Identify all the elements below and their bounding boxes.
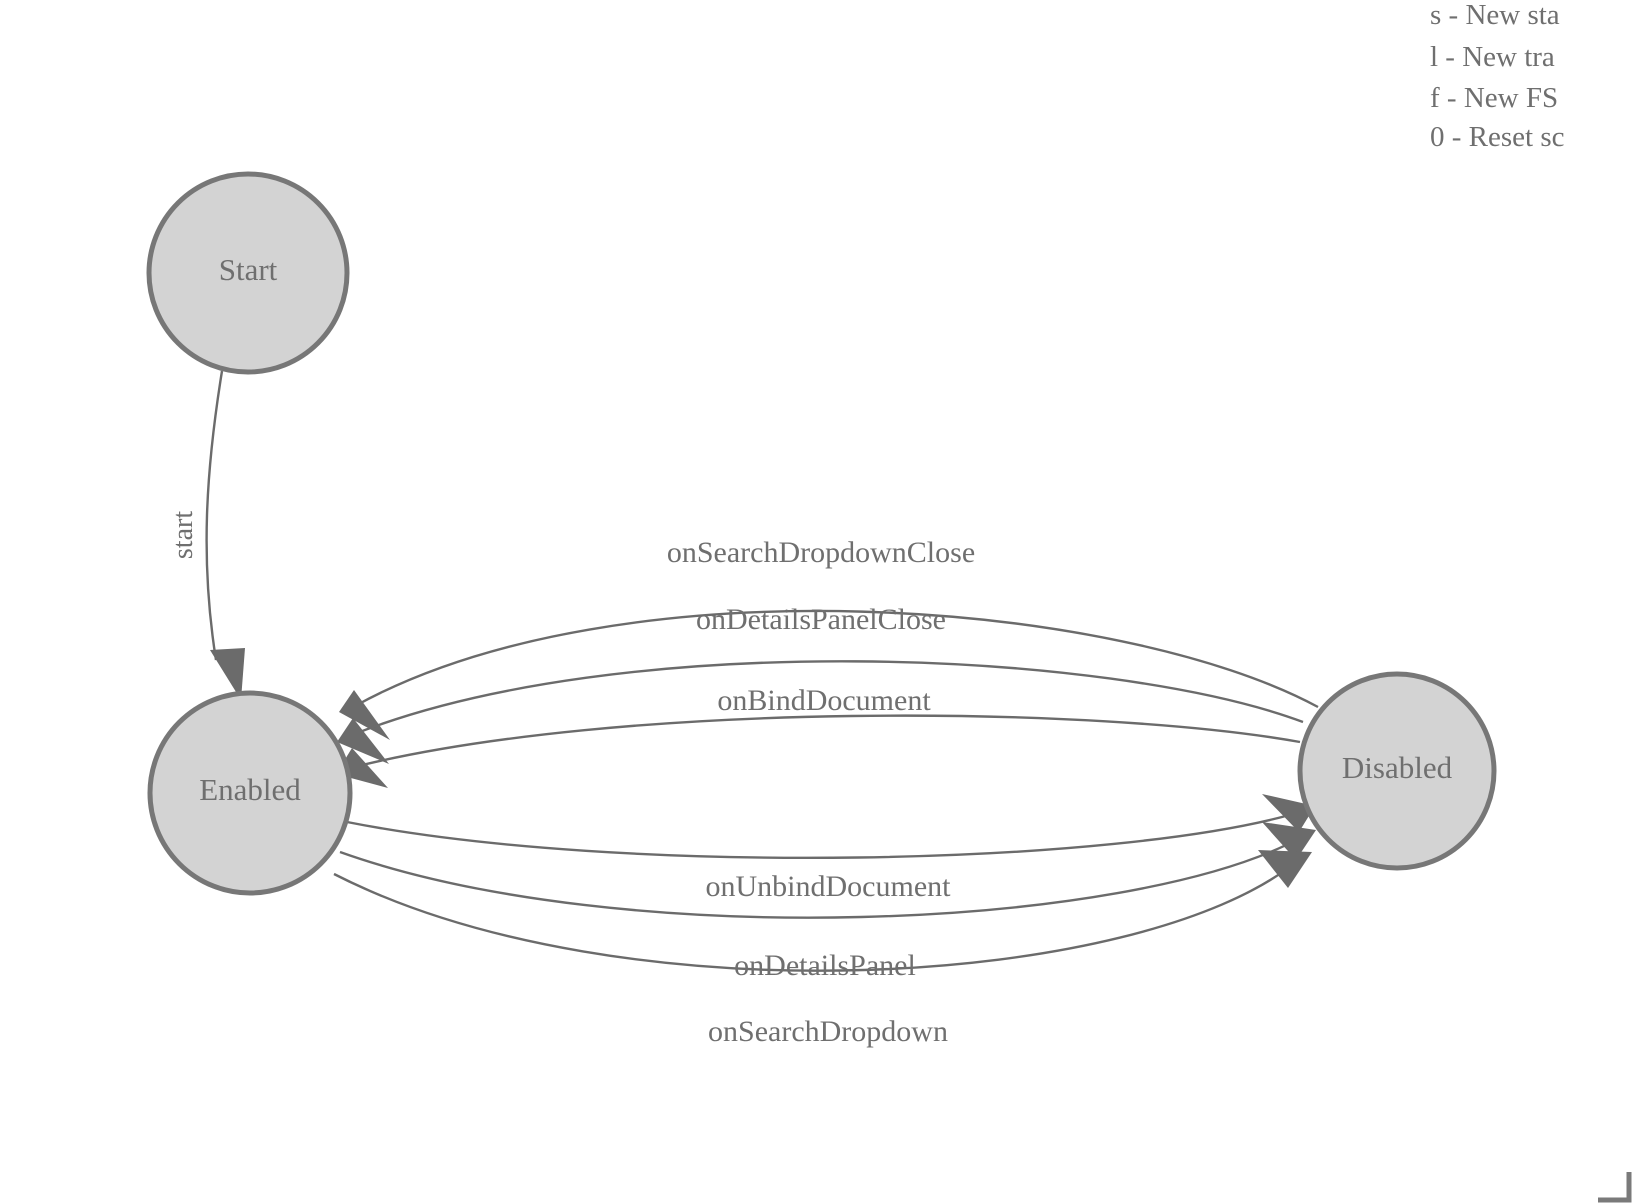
help-overlay: s - New sta l - New tra f - New FS 0 - R… bbox=[1430, 0, 1565, 153]
transition-on-search-dropdown-arrowhead bbox=[1258, 850, 1312, 888]
transition-on-unbind-document-label: onUnbindDocument bbox=[706, 870, 952, 903]
transition-on-details-panel-close-label: onDetailsPanelClose bbox=[696, 603, 946, 636]
state-enabled-circle[interactable] bbox=[147, 690, 353, 896]
transition-on-search-dropdown-label: onSearchDropdown bbox=[708, 1015, 948, 1048]
help-line-reset-scale: 0 - Reset sc bbox=[1430, 121, 1565, 153]
state-node-start[interactable]: Start bbox=[146, 171, 350, 375]
state-node-disabled[interactable]: Disabled bbox=[1297, 671, 1497, 871]
transition-on-unbind-document-arrowhead bbox=[1262, 794, 1315, 832]
transition-on-bind-document-arrowhead bbox=[336, 748, 388, 788]
state-enabled-label: Enabled bbox=[199, 772, 301, 807]
state-node-enabled[interactable]: Enabled bbox=[147, 690, 353, 896]
transition-on-bind-document-path[interactable] bbox=[349, 714, 1301, 770]
transition-on-details-panel-label: onDetailsPanel bbox=[734, 949, 916, 982]
transition-on-bind-document-label: onBindDocument bbox=[717, 684, 931, 717]
transition-start-label: start bbox=[168, 511, 199, 559]
state-start-circle[interactable] bbox=[146, 171, 350, 375]
help-line-new-fsm: f - New FS bbox=[1430, 82, 1558, 114]
transition-on-unbind-document-path[interactable] bbox=[346, 810, 1301, 860]
transition-start-arrowhead bbox=[210, 648, 245, 700]
transition-on-details-panel-close-path[interactable] bbox=[351, 660, 1304, 737]
state-start-label: Start bbox=[219, 252, 278, 287]
transition-on-search-dropdown-path[interactable] bbox=[333, 861, 1297, 972]
transition-on-details-panel-arrowhead bbox=[1262, 822, 1316, 860]
transition-on-search-dropdown[interactable] bbox=[333, 850, 1312, 972]
help-line-new-transition: l - New tra bbox=[1430, 41, 1555, 73]
state-disabled-label: Disabled bbox=[1342, 750, 1453, 785]
transition-on-details-panel-close-arrowhead bbox=[337, 718, 389, 764]
transition-on-search-dropdown-close-arrowhead bbox=[339, 690, 390, 740]
help-line-new-state: s - New sta bbox=[1430, 0, 1560, 31]
canvas-corner-handle[interactable] bbox=[1598, 1172, 1632, 1203]
transition-on-details-panel[interactable] bbox=[339, 822, 1316, 919]
transition-on-details-panel-path[interactable] bbox=[339, 836, 1301, 919]
transition-on-bind-document[interactable] bbox=[336, 714, 1301, 788]
transition-on-search-dropdown-close[interactable] bbox=[339, 609, 1319, 740]
transition-on-search-dropdown-close-label: onSearchDropdownClose bbox=[667, 536, 975, 569]
state-disabled-circle[interactable] bbox=[1297, 671, 1497, 871]
transition-on-search-dropdown-close-path[interactable] bbox=[354, 609, 1319, 709]
transition-on-details-panel-close[interactable] bbox=[337, 660, 1304, 764]
transition-start[interactable] bbox=[205, 370, 245, 700]
transition-on-unbind-document[interactable] bbox=[346, 794, 1315, 860]
transition-start-path[interactable] bbox=[205, 370, 224, 661]
